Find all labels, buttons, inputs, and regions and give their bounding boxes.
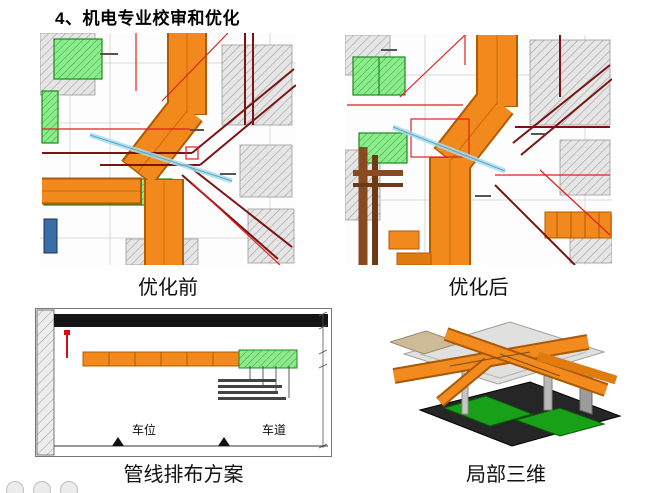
page-title: 4、机电专业校审和优化	[55, 9, 240, 28]
local-3d-image	[390, 296, 622, 458]
pipes-maroon	[42, 33, 296, 260]
left-wall	[36, 309, 55, 456]
caption-plan: 管线排布方案	[123, 464, 244, 486]
marker-triangle-lane	[218, 437, 230, 446]
model-detail-lines	[449, 351, 561, 377]
label-parking: 车位	[132, 422, 156, 437]
panel-after	[345, 35, 612, 265]
viewer-icon-3[interactable]	[60, 481, 78, 493]
viewer-icon-2[interactable]	[33, 481, 51, 493]
viewer-corner-icons	[6, 481, 78, 493]
duct-run	[42, 33, 207, 265]
top-beam	[54, 314, 328, 327]
line-cyan	[89, 132, 233, 184]
viewer-icon-1[interactable]	[6, 481, 24, 493]
caption-before: 优化前	[138, 277, 198, 299]
sprinkler-symbol	[64, 330, 70, 358]
label-lane: 车道	[262, 422, 286, 437]
tiny-annotations	[100, 53, 236, 175]
lines-red	[347, 35, 611, 236]
green-panel-right	[514, 407, 606, 437]
marker-triangle-parking	[112, 437, 124, 446]
tiny-annotations	[381, 49, 545, 197]
pipe-rack	[82, 349, 298, 369]
pipeline-layout-image: 车位 车道	[35, 308, 332, 457]
blue-equipment	[43, 218, 58, 254]
caption-3d: 局部三维	[466, 464, 546, 486]
caption-after: 优化后	[448, 277, 509, 299]
line-cyan	[392, 124, 506, 174]
panel-3d	[390, 296, 622, 458]
after-plan-image	[345, 35, 612, 265]
pipe-spec-text-rows	[218, 379, 286, 400]
lines-red	[42, 33, 281, 265]
pipes-brown	[353, 147, 403, 265]
green-zones	[352, 56, 408, 164]
panel-before	[40, 33, 296, 265]
drawing-border	[35, 308, 332, 457]
pipes-maroon	[494, 35, 612, 265]
before-plan-image	[40, 33, 296, 265]
panel-plan: 车位 车道	[35, 308, 332, 457]
